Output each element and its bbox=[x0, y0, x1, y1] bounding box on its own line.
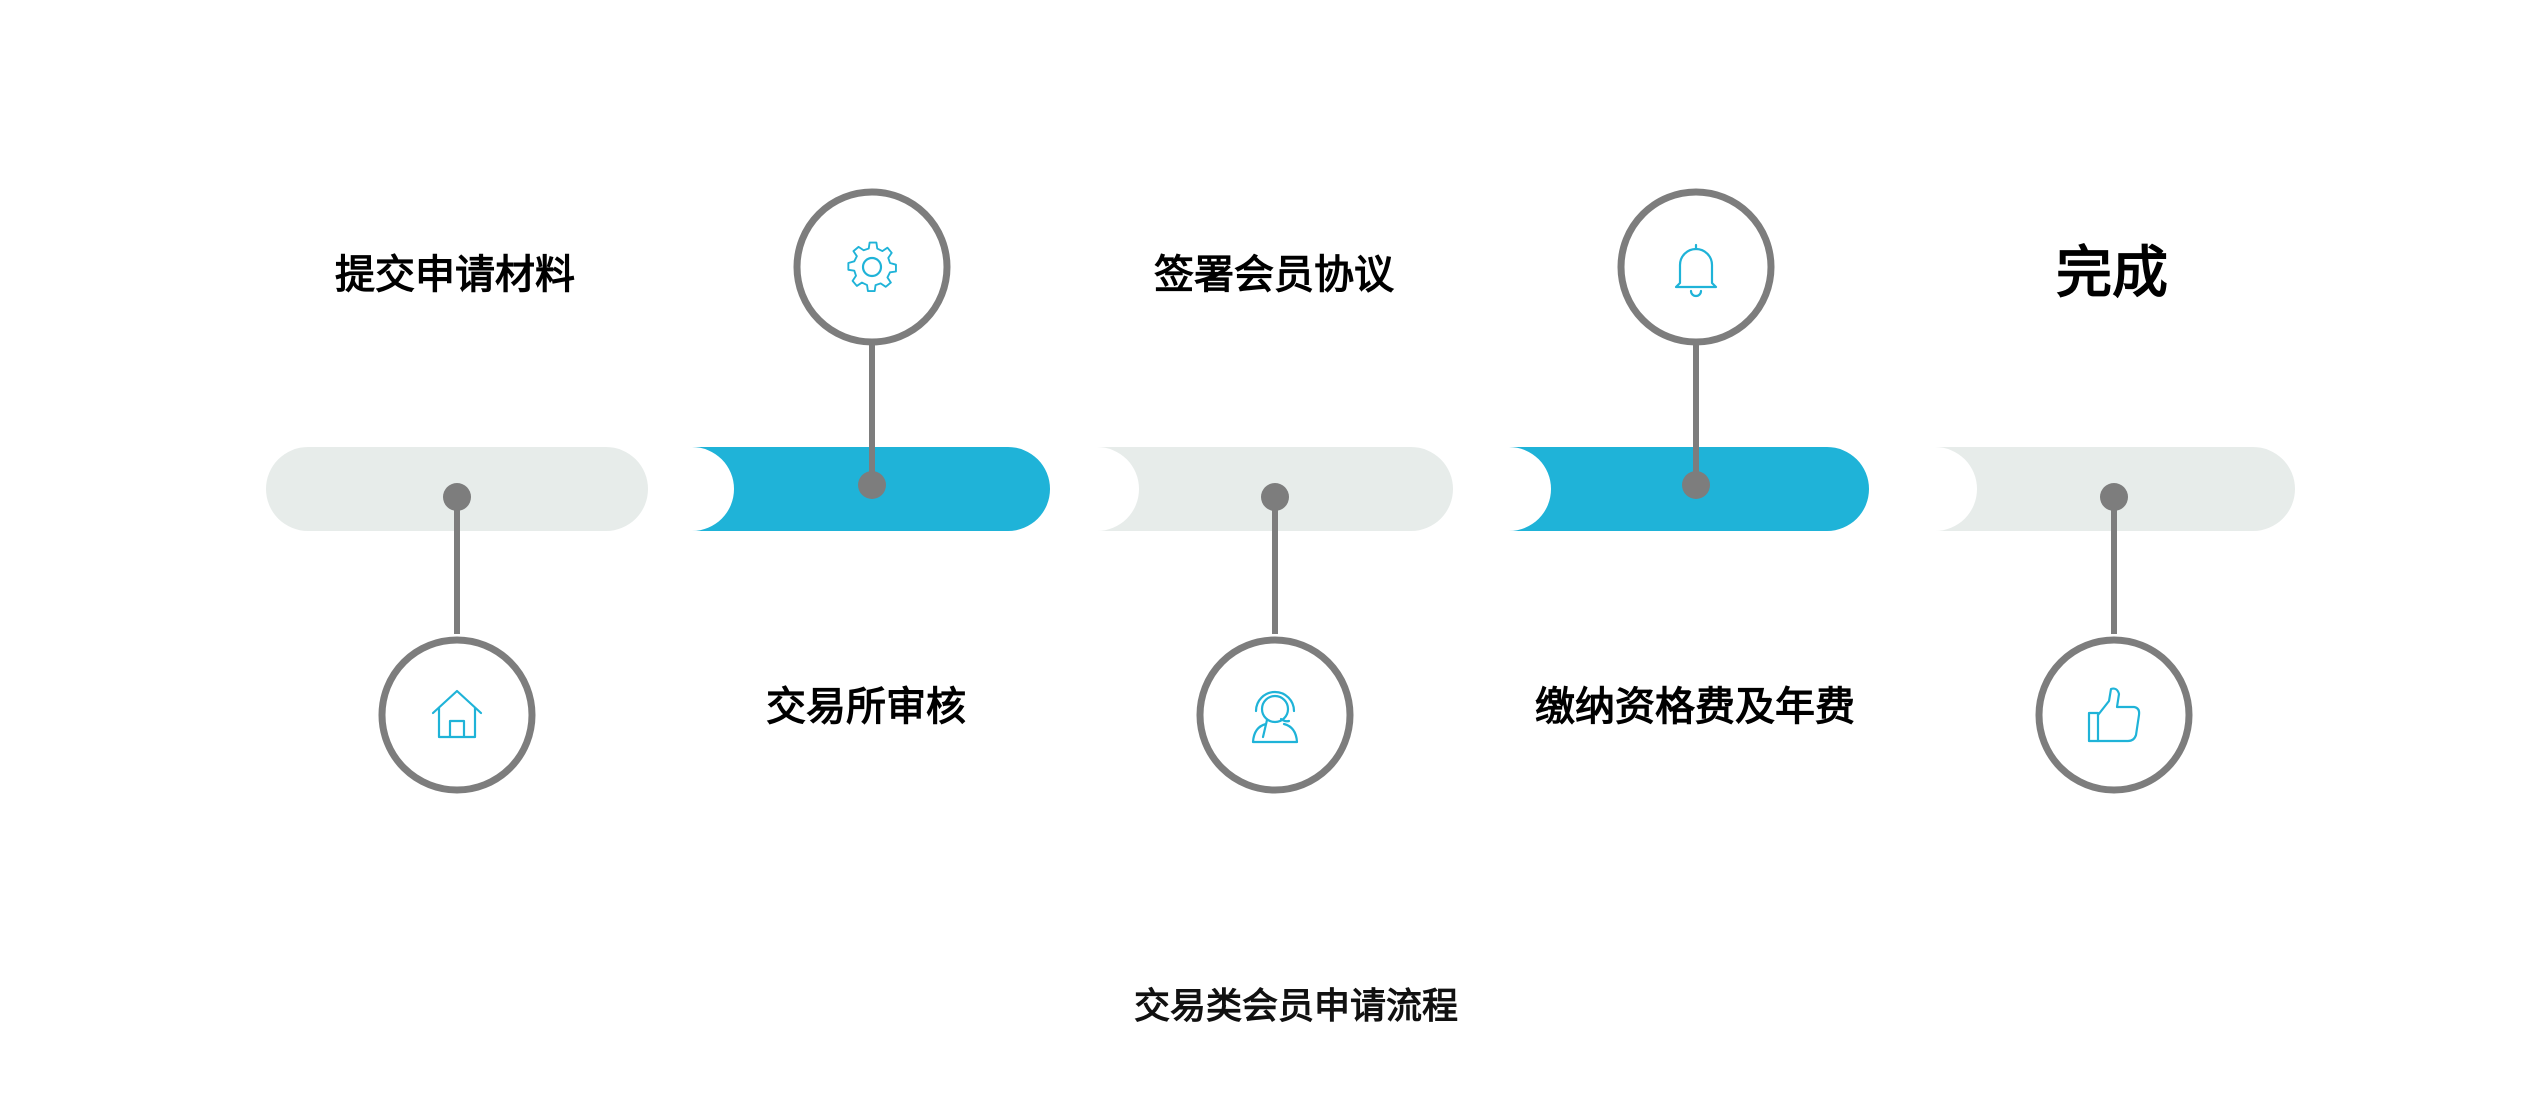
step-5-dot bbox=[2100, 483, 2128, 511]
home-icon bbox=[431, 689, 483, 739]
step-3: 签署会员协议 bbox=[1097, 252, 1453, 794]
step-1-label: 提交申请材料 bbox=[335, 252, 575, 298]
step-1: 提交申请材料 bbox=[266, 252, 648, 794]
step-2: 交易所审核 bbox=[692, 188, 1050, 730]
bell-icon bbox=[1674, 243, 1718, 298]
step-1-dot bbox=[443, 483, 471, 511]
diagram-caption: 交易类会员申请流程 bbox=[1134, 985, 1458, 1027]
step-4-icon-ring bbox=[1617, 188, 1775, 346]
step-2-dot bbox=[858, 471, 886, 499]
step-3-dot bbox=[1261, 483, 1289, 511]
step-2-label: 交易所审核 bbox=[766, 684, 966, 730]
thumbs-up-icon bbox=[2087, 687, 2141, 743]
step-3-icon-ring bbox=[1196, 636, 1354, 794]
step-5-label: 完成 bbox=[2056, 241, 2168, 306]
step-5: 完成 bbox=[1935, 241, 2295, 794]
step-3-label: 签署会员协议 bbox=[1154, 252, 1395, 298]
gear-icon bbox=[847, 241, 897, 292]
support-agent-icon bbox=[1251, 690, 1299, 744]
step-1-icon-ring bbox=[378, 636, 536, 794]
step-4-dot bbox=[1682, 471, 1710, 499]
step-2-icon-ring bbox=[793, 188, 951, 346]
step-4: 缴纳资格费及年费 bbox=[1509, 188, 1869, 730]
step-4-label: 缴纳资格费及年费 bbox=[1535, 684, 1855, 730]
step-5-icon-ring bbox=[2035, 636, 2193, 794]
